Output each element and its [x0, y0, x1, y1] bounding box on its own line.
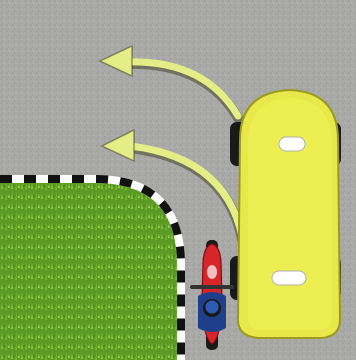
grass-corner	[0, 180, 180, 360]
motorcycle-rider	[198, 292, 226, 332]
yellow-car	[230, 90, 341, 338]
